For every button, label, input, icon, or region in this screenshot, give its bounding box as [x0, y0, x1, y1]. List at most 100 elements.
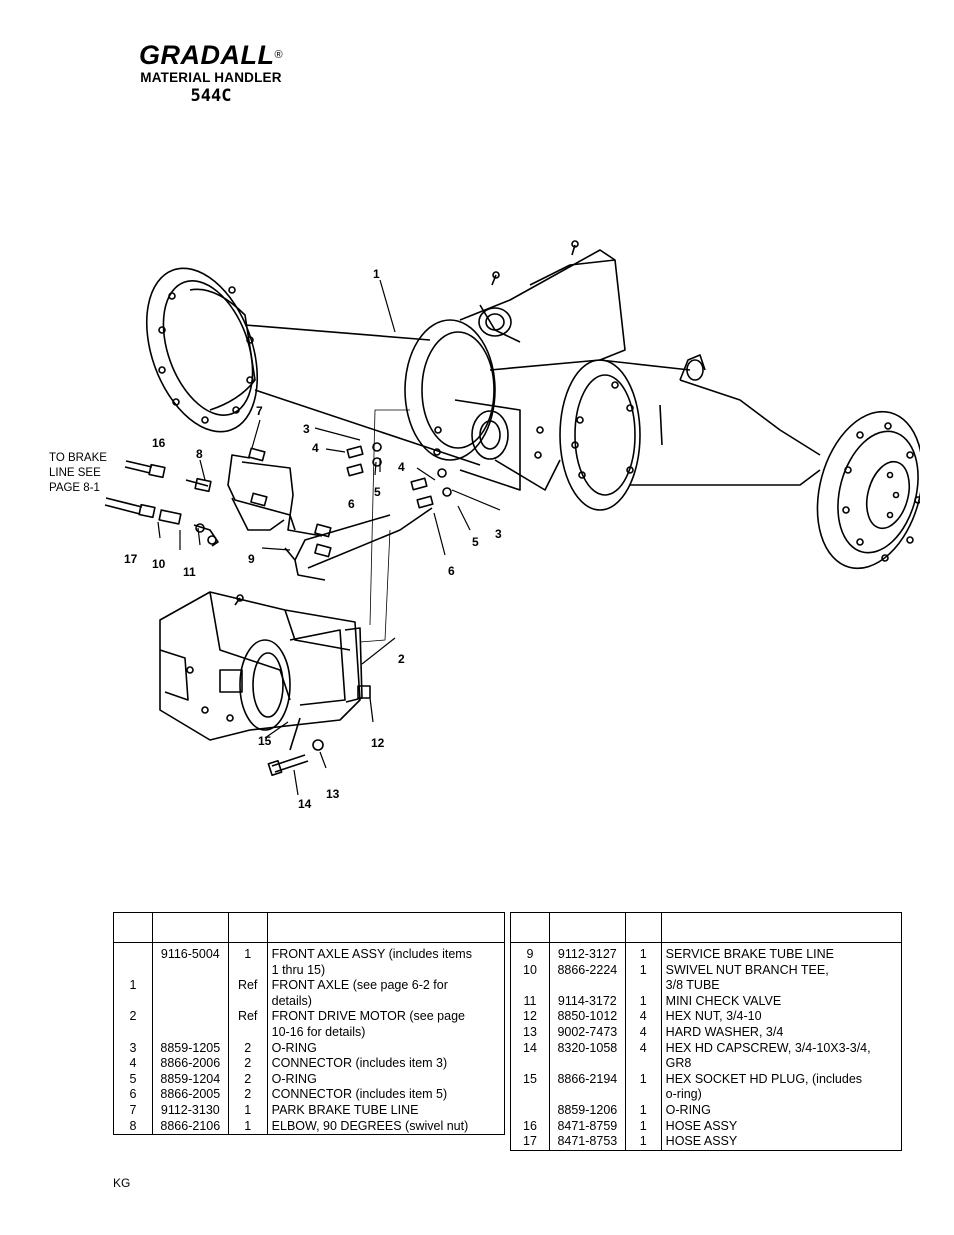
- quantity-cell: 1: [227, 1118, 268, 1136]
- header-cell: [227, 912, 268, 943]
- callout-12: 12: [371, 736, 385, 750]
- callout-13: 13: [326, 787, 340, 801]
- callout-4b: 4: [398, 460, 405, 474]
- description-line: FRONT DRIVE MOTOR (see page: [271, 1009, 465, 1024]
- callout-16: 16: [152, 436, 166, 450]
- part-number-cell: 9114-3172: [548, 993, 626, 1010]
- description-line: O-RING: [665, 1102, 711, 1117]
- description-line: CONNECTOR (includes item 5): [271, 1087, 448, 1102]
- item-number-cell: 1: [113, 978, 153, 1010]
- quantity-cell: 1: [624, 962, 662, 994]
- item-number-cell: 2: [113, 1009, 153, 1041]
- description-cell: O-RING: [266, 1040, 506, 1057]
- description-line: CONNECTOR (includes item 3): [271, 1056, 448, 1071]
- header-cell: [548, 912, 626, 943]
- quantity-cell: 1: [624, 1134, 662, 1151]
- description-cell: HOSE ASSY: [660, 1118, 903, 1135]
- description-line: FRONT AXLE ASSY (includes items: [271, 947, 472, 961]
- part-number-cell: 8866-2106: [151, 1118, 229, 1136]
- description-line: ELBOW, 90 DEGREES (swivel nut): [271, 1118, 469, 1133]
- item-number-cell: 7: [113, 1102, 153, 1119]
- quantity-cell: 4: [624, 1009, 662, 1025]
- description-cell: ELBOW, 90 DEGREES (swivel nut): [266, 1118, 506, 1136]
- description-line: FRONT AXLE (see page 6-2 for: [271, 978, 448, 993]
- description-line: 10-16 for details): [271, 1024, 366, 1039]
- part-number-cell: 8471-8753: [548, 1134, 626, 1151]
- header-cell: [151, 912, 229, 943]
- callout-10: 10: [152, 557, 166, 571]
- callout-6a: 6: [348, 497, 355, 511]
- differential-housing: [404, 240, 626, 491]
- item-number-cell: 12: [510, 1009, 550, 1025]
- footer-code: KG: [113, 1176, 131, 1190]
- header-cell: [510, 912, 550, 943]
- description-cell: HEX HD CAPSCREW, 3/4-10X3-3/4,GR8: [660, 1040, 903, 1072]
- quantity-cell: Ref: [227, 978, 268, 1010]
- callout-leaders: [157, 279, 501, 796]
- quantity-cell: 2: [227, 1071, 268, 1088]
- quantity-cell: 2: [227, 1056, 268, 1072]
- item-number-cell: 8: [113, 1118, 153, 1136]
- brake-tube-lines: [227, 454, 433, 581]
- quantity-cell: Ref: [227, 1009, 268, 1041]
- callout-11: 11: [183, 565, 196, 579]
- part-number-cell: 8859-1204: [151, 1071, 229, 1088]
- quantity-cell: 1: [227, 1102, 268, 1119]
- callout-9: 9: [248, 552, 255, 566]
- callout-6b: 6: [448, 564, 455, 578]
- brake-line-note: TO BRAKE LINE SEE PAGE 8-1: [49, 451, 107, 496]
- description-line: 3/8 TUBE: [665, 978, 720, 993]
- spacer-cell: [510, 942, 550, 947]
- description-line: SWIVEL NUT BRANCH TEE,: [665, 962, 829, 977]
- item-number-cell: 15: [510, 1071, 550, 1103]
- description-line: SERVICE BRAKE TUBE LINE: [665, 947, 835, 961]
- description-line: HEX SOCKET HD PLUG, (includes: [665, 1071, 863, 1086]
- header-cell: [266, 912, 506, 943]
- description-line: GR8: [665, 1056, 692, 1071]
- item-number-cell: 14: [510, 1040, 550, 1072]
- callout-7: 7: [256, 404, 263, 418]
- part-number-cell: 9112-3130: [151, 1102, 229, 1119]
- part-number-cell: 8859-1205: [151, 1040, 229, 1057]
- brand-subtitle: MATERIAL HANDLER: [140, 70, 282, 85]
- description-cell: PARK BRAKE TUBE LINE: [266, 1102, 506, 1119]
- description-line: HEX NUT, 3/4-10: [665, 1009, 762, 1024]
- spacer-row: [510, 942, 903, 947]
- description-cell: O-RING: [660, 1102, 903, 1119]
- description-line: HOSE ASSY: [665, 1134, 738, 1149]
- item-number-cell: 5: [113, 1071, 153, 1088]
- item-number-cell: 13: [510, 1024, 550, 1041]
- note-line: TO BRAKE: [49, 452, 107, 464]
- description-line: 1 thru 15): [271, 962, 326, 977]
- header-cell: [660, 912, 903, 943]
- model-number: 544C: [190, 86, 232, 106]
- part-number-cell: 8866-2006: [151, 1056, 229, 1072]
- registered-mark: ®: [274, 49, 284, 61]
- quantity-cell: 2: [227, 1087, 268, 1103]
- callout-14: 14: [298, 797, 312, 811]
- note-line: PAGE 8-1: [49, 482, 100, 494]
- item-number-cell: 11: [510, 993, 550, 1010]
- callout-1: 1: [373, 267, 380, 281]
- quantity-cell: 1: [624, 1118, 662, 1135]
- quantity-cell: 1: [227, 947, 268, 979]
- part-number-cell: 8320-1058: [548, 1040, 626, 1072]
- description-cell: CONNECTOR (includes item 3): [266, 1056, 506, 1072]
- description-cell: HOSE ASSY: [660, 1134, 903, 1151]
- part-number-cell: 8866-2224: [548, 962, 626, 994]
- fittings: [248, 442, 452, 558]
- quantity-cell: 4: [624, 1040, 662, 1072]
- hardware-bolts: [267, 685, 371, 777]
